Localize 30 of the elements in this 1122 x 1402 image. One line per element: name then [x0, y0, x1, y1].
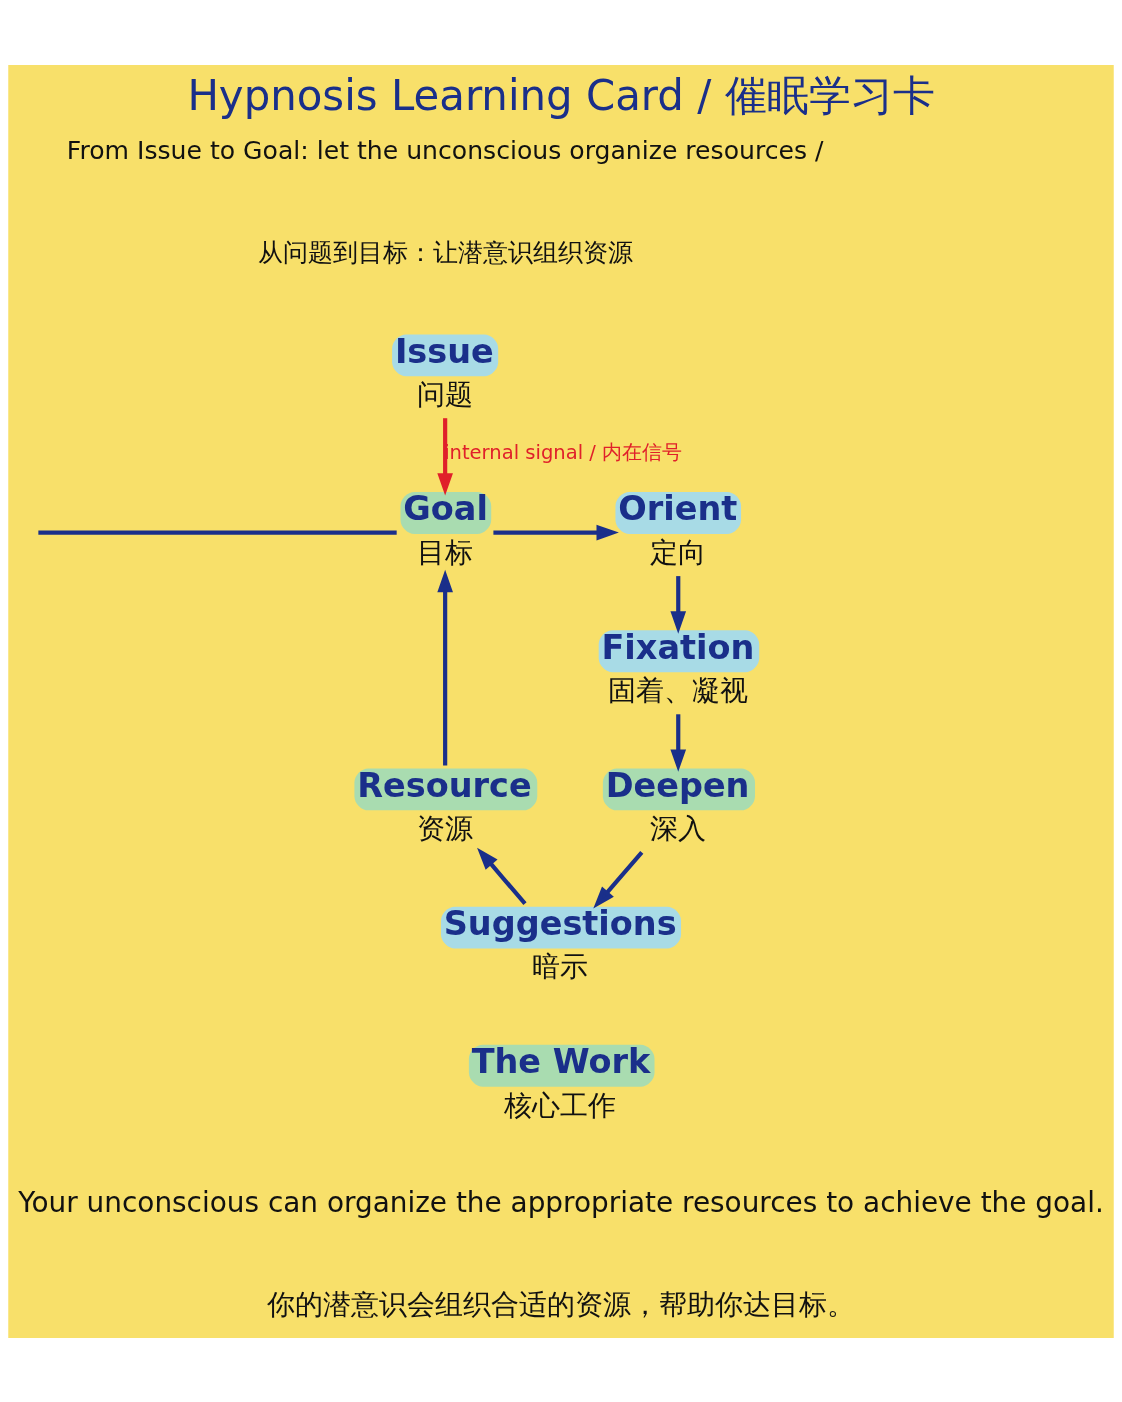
- diagram-title: Hypnosis Learning Card / 催眠学习卡: [187, 70, 935, 120]
- node-box: Fixation: [598, 629, 760, 672]
- node-label: 固着、凝视: [607, 673, 748, 707]
- arrow: [593, 850, 644, 908]
- connector: [38, 530, 397, 535]
- arrow: [477, 847, 527, 905]
- node-box: Resource: [354, 768, 538, 810]
- node-label: 暗示: [532, 949, 589, 983]
- node-box: Suggestions: [440, 906, 682, 949]
- node-box: Deepen: [602, 768, 755, 810]
- label: 你的潜意识会组织合适的资源，帮助你达目标。: [267, 1287, 855, 1321]
- node-box: Issue: [392, 333, 499, 376]
- node-box: The Work: [468, 1044, 655, 1087]
- edge-label: internal signal / 内在信号: [444, 440, 683, 464]
- node-label: 资源: [417, 811, 474, 845]
- arrow: [670, 575, 687, 634]
- arrow: [493, 524, 619, 540]
- arrow: [670, 713, 687, 772]
- node-box: Goal: [400, 491, 492, 534]
- arrow: [437, 569, 453, 765]
- node-label: 深入: [650, 811, 707, 845]
- node-box: Orient: [615, 491, 742, 534]
- label: Your unconscious can organize the appropriate resources to achieve the goal.: [18, 1185, 1104, 1219]
- label: From Issue to Goal: let the unconscious organize resources /: [66, 135, 824, 165]
- label: 从问题到目标：让潜意识组织资源: [257, 237, 633, 267]
- arrow: [437, 417, 453, 496]
- node-label: 核心工作: [504, 1088, 617, 1122]
- node-label: 问题: [416, 377, 473, 411]
- node-label: 目标: [417, 535, 474, 569]
- node-label: 定向: [649, 535, 706, 569]
